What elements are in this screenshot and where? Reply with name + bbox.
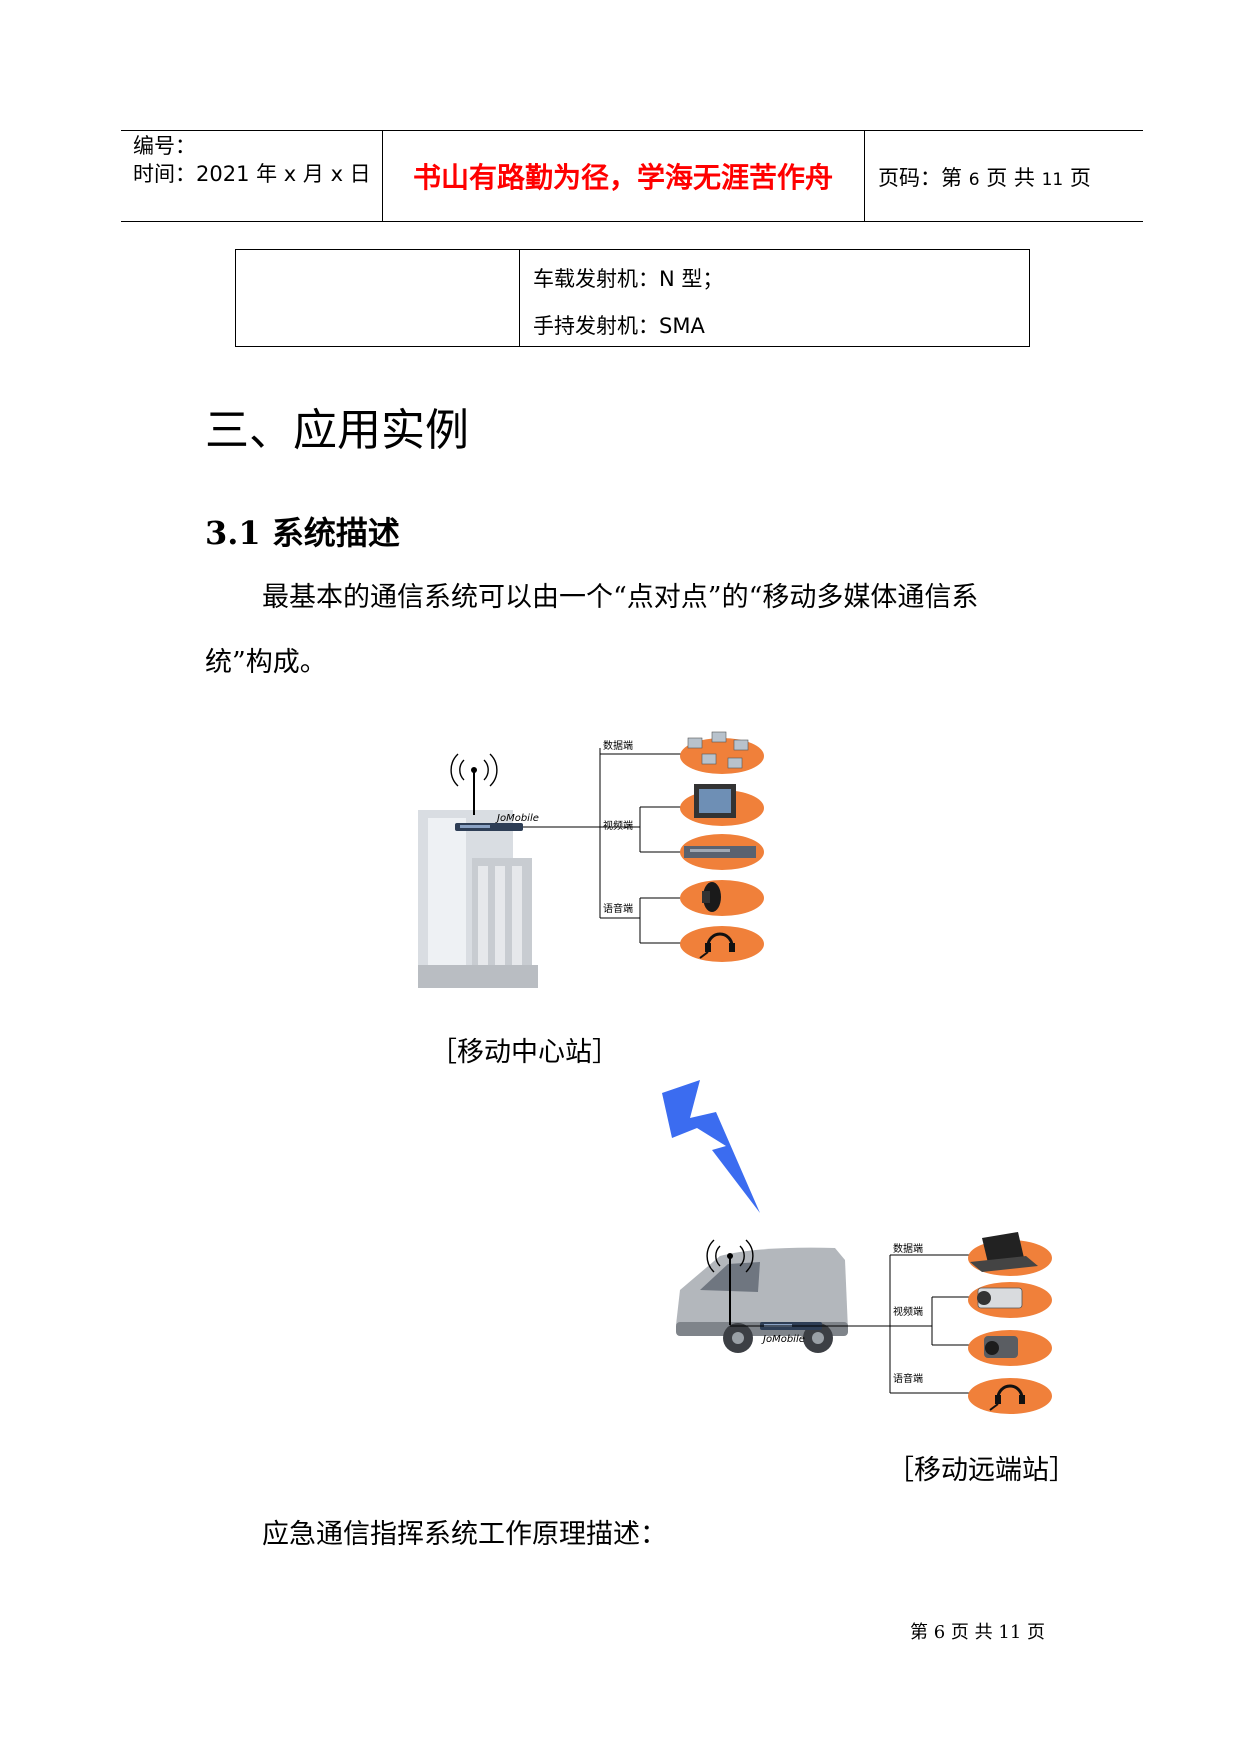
header-page-current: 6: [968, 170, 980, 190]
center-antenna-icon: [450, 753, 498, 815]
header-time-label: 时间：2021 年 x 月 x 日: [133, 162, 371, 186]
center-label-video: 视频端: [603, 819, 633, 832]
footer-mid: 页 共: [950, 1622, 993, 1643]
remote-antenna-icon: [706, 1239, 754, 1325]
closing-line: 应急通信指挥系统工作原理描述：: [262, 1519, 667, 1550]
footer-suffix: 页: [1027, 1622, 1046, 1643]
center-device-brand: JoMobile: [495, 813, 539, 824]
speaker-icon: [702, 882, 721, 912]
header-bottom-rule: [121, 221, 1143, 222]
remote-connection-lines: [730, 1254, 975, 1394]
header-page-mid: 页 共: [986, 166, 1035, 190]
header-page-prefix: 页码：第: [878, 166, 962, 190]
network-computers-icon: [687, 731, 749, 769]
center-connection-lines: [523, 748, 685, 944]
table-row-vehicle-transmitter: 车载发射机：N 型；: [533, 267, 724, 291]
paragraph-line-2: 统”构成。: [205, 647, 327, 678]
remote-headset-icon: [989, 1384, 1025, 1411]
camcorder-icon: [984, 1336, 1018, 1358]
camera-icon: [977, 1287, 1023, 1309]
remote-label-data: 数据端: [893, 1242, 923, 1255]
headset-icon: [699, 932, 735, 959]
header-divider-right: [864, 130, 865, 221]
remote-station-caption: ［移动远端站］: [887, 1455, 1076, 1486]
paragraph-line-1: 最基本的通信系统可以由一个“点对点”的“移动多媒体通信系: [262, 582, 979, 613]
header-top-rule: [121, 130, 1143, 131]
section-title: 三、应用实例: [205, 405, 469, 456]
header-page-total: 11: [1041, 170, 1064, 190]
header-code-label: 编号：: [133, 134, 196, 158]
remote-station-van: [676, 1247, 848, 1353]
table-row-handheld-transmitter: 手持发射机：SMA: [533, 314, 705, 338]
footer-prefix: 第: [910, 1622, 928, 1643]
footer-total: 11: [998, 1622, 1022, 1643]
header-page-info: 页码：第 6 页 共 11 页: [878, 162, 1091, 192]
subsection-title: 3.1 系统描述: [205, 514, 400, 552]
center-label-voice: 语音端: [603, 902, 633, 915]
television-icon: [694, 784, 736, 818]
remote-label-video: 视频端: [893, 1305, 923, 1318]
table-column-divider: [519, 250, 520, 346]
video-recorder-icon: [684, 846, 756, 858]
header-page-suffix: 页: [1069, 166, 1091, 190]
header-divider-left: [382, 130, 383, 221]
center-station-buildings: [418, 810, 538, 988]
center-station-caption: ［移动中心站］: [430, 1037, 619, 1068]
footer-current: 6: [933, 1622, 946, 1643]
laptop-icon: [970, 1232, 1038, 1272]
header-motto: 书山有路勤为径，学海无涯苦作舟: [412, 161, 833, 194]
footer-page-number: 第 6 页 共 11 页: [910, 1618, 1045, 1644]
center-jomobile-device: [455, 823, 523, 831]
remote-label-voice: 语音端: [893, 1372, 923, 1385]
parameter-table: 车载发射机：N 型； 手持发射机：SMA: [235, 249, 1030, 347]
center-label-data: 数据端: [603, 739, 633, 752]
remote-device-brand: JoMobile: [761, 1334, 805, 1345]
wireless-link-bolt: [662, 1080, 760, 1213]
